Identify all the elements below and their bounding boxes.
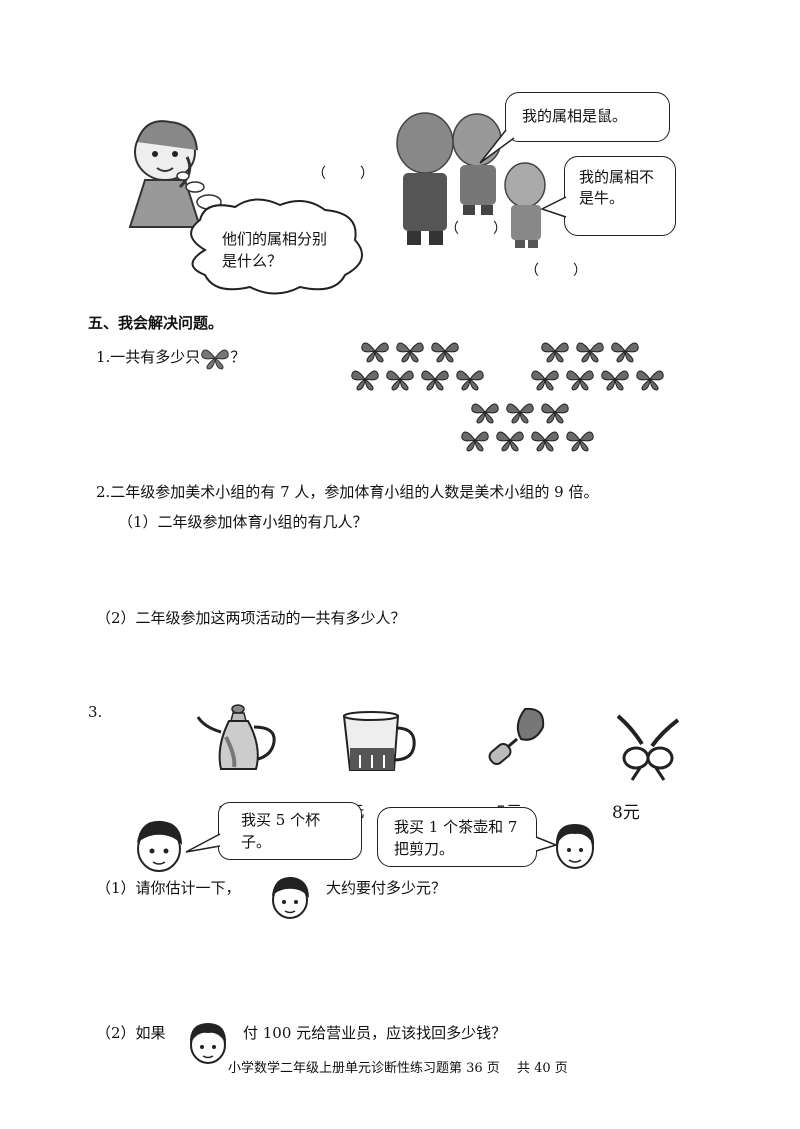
price-scissors: 8元	[612, 803, 640, 823]
shovel-icon	[488, 707, 545, 765]
boy-avatar-small	[272, 876, 309, 919]
answer-blank-1[interactable]: （ ）	[312, 166, 376, 182]
section-heading: 五、我会解决问题。	[88, 314, 224, 332]
scissors-icon	[616, 714, 680, 781]
thinking-girl-illustration	[128, 120, 202, 228]
answer-blank-2[interactable]: （ ）	[445, 221, 509, 237]
bubble-tail-rat	[479, 129, 515, 164]
question-3-sub-1: （1）请你估计一下，	[96, 877, 241, 898]
butterfly-icon	[201, 349, 230, 370]
question-3-sub-2-text-a: （2）如果	[96, 1024, 166, 1042]
question-1: 1.一共有多少只 ？	[96, 346, 246, 370]
question-2: 2.二年级参加美术小组的有 7 人，参加体育小组的人数是美术小组的 9 倍。	[96, 483, 599, 501]
boy-avatar	[137, 820, 182, 872]
girl-speech-bubble: 我买 1 个茶壶和 7 把剪刀。	[377, 807, 537, 867]
butterfly-group	[351, 342, 664, 452]
cup-icon	[342, 711, 416, 771]
boy-speech-bubble: 我买 5 个杯子。	[218, 802, 362, 860]
question-2-sub-2: （2）二年级参加这两项活动的一共有多少人？	[96, 609, 406, 627]
speech-bubble-not-ox: 我的属相不是牛。	[564, 156, 676, 236]
question-3-sub-2-text-b: 付 100 元给营业员，应该找回多少钱？	[243, 1024, 507, 1042]
question-1-text: 1.一共有多少只	[96, 348, 201, 366]
girl-avatar	[555, 824, 595, 869]
thought-cloud	[190, 198, 364, 295]
question-3-sub-1-text-a: （1）请你估计一下，	[96, 879, 241, 897]
question-3-label: 3.	[88, 703, 103, 721]
answer-blank-3[interactable]: （ ）	[525, 263, 589, 279]
teapot-icon	[196, 704, 276, 770]
girl-avatar-small	[189, 1023, 227, 1064]
speech-bubble-rat: 我的属相是鼠。	[505, 92, 670, 142]
thought-cloud-text: 他们的属相分别是什么？	[222, 230, 328, 270]
boy-bubble-tail	[185, 833, 221, 853]
question-3-sub-1-text-b: 大约要付多少元？	[326, 879, 447, 897]
question-2-sub-1: （1）二年级参加体育小组的有几人？	[118, 513, 368, 531]
question-1-mark: ？	[230, 348, 246, 366]
bubble-tail-not-ox	[540, 196, 567, 218]
page-footer: 小学数学二年级上册单元诊断性练习题第 36 页 共 40 页	[228, 1061, 568, 1076]
